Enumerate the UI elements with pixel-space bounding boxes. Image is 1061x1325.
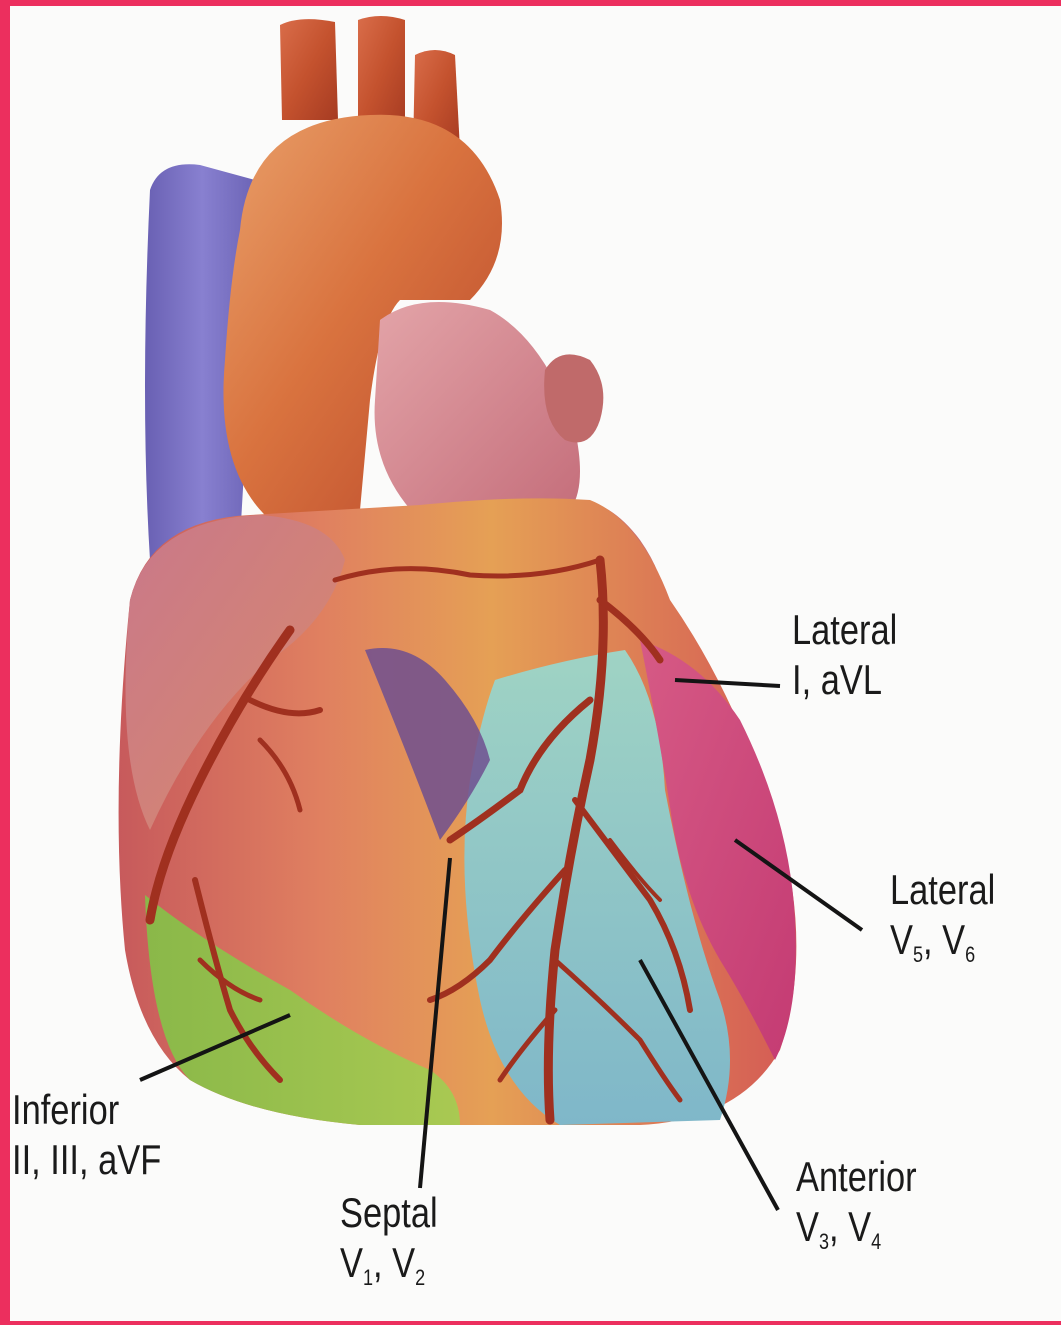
label-septal-region: Septal xyxy=(340,1188,438,1238)
label-inferior: Inferior II, III, aVF xyxy=(12,1085,161,1185)
label-anterior: Anterior V3, V4 xyxy=(796,1152,917,1267)
label-lateral-top-region: Lateral xyxy=(792,605,897,655)
label-lateral-top-leads: I, aVL xyxy=(792,655,897,705)
label-anterior-region: Anterior xyxy=(796,1152,917,1202)
brachiocephalic-vessel xyxy=(280,19,338,120)
label-septal: Septal V1, V2 xyxy=(340,1188,438,1303)
label-anterior-leads: V3, V4 xyxy=(796,1202,917,1267)
carotid-vessel xyxy=(358,16,405,130)
label-inferior-region: Inferior xyxy=(12,1085,161,1135)
label-septal-leads: V1, V2 xyxy=(340,1238,438,1303)
label-lateral-side-region: Lateral xyxy=(890,865,995,915)
label-lateral-top: Lateral I, aVL xyxy=(792,605,897,705)
label-inferior-leads: II, III, aVF xyxy=(12,1135,161,1185)
label-lateral-side-leads: V5, V6 xyxy=(890,915,995,980)
label-lateral-side: Lateral V5, V6 xyxy=(890,865,995,980)
